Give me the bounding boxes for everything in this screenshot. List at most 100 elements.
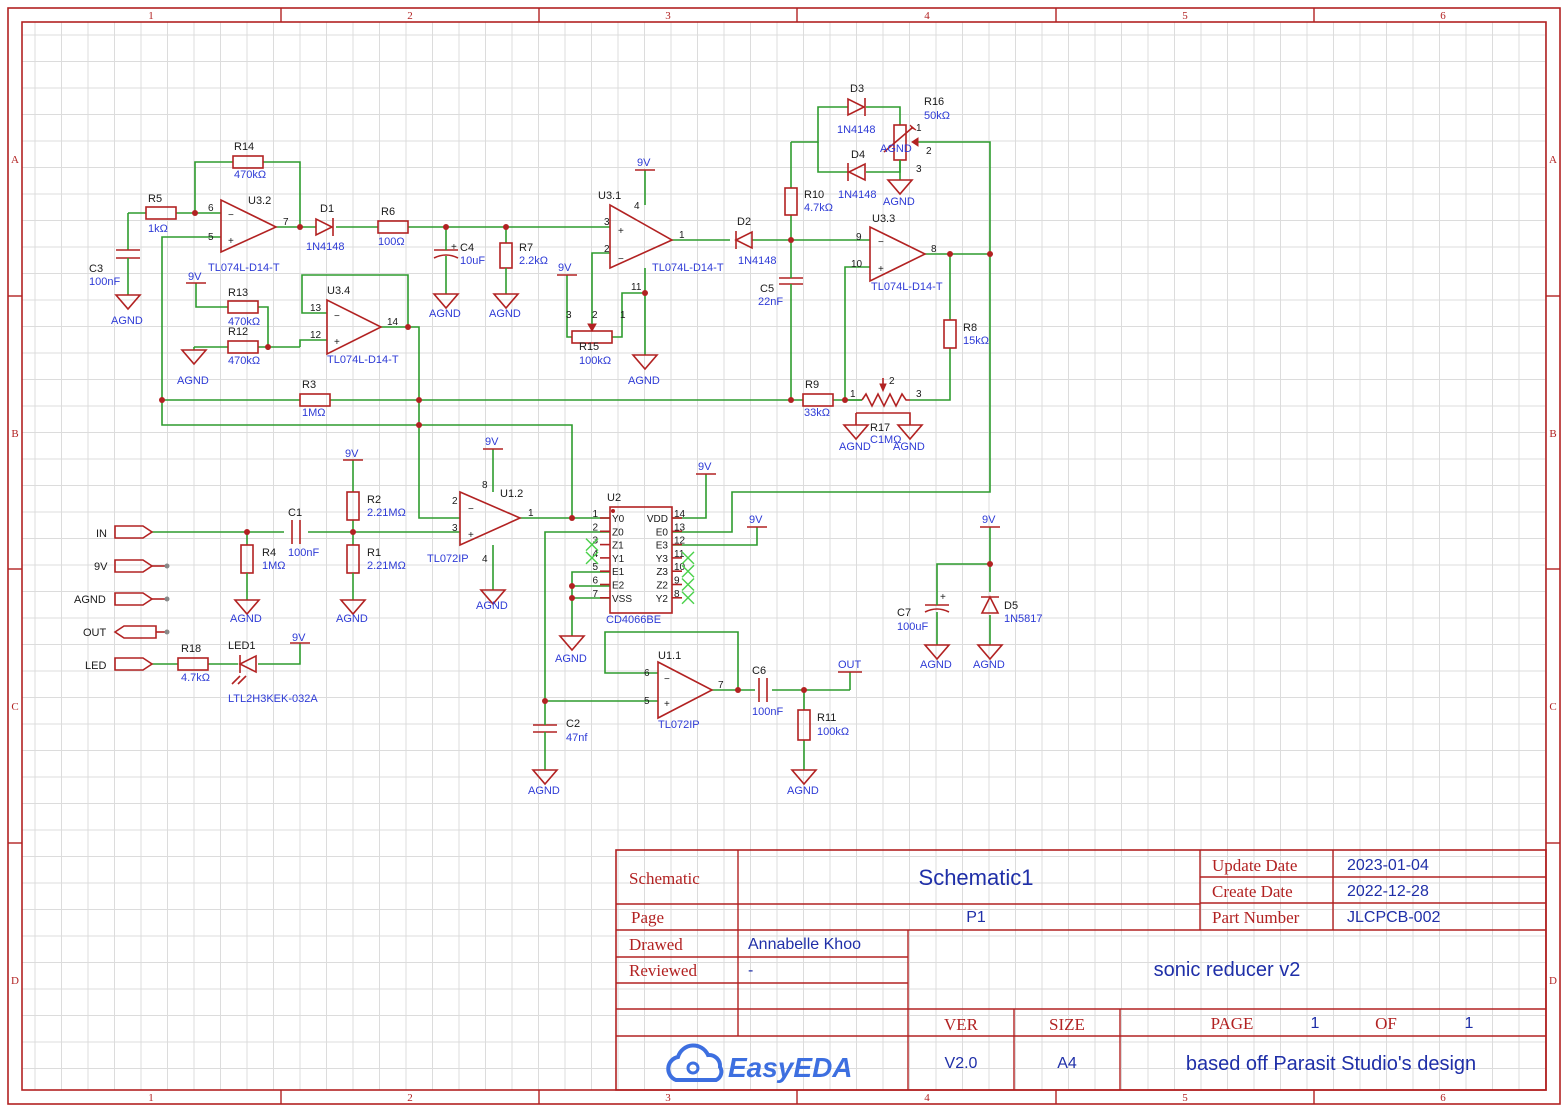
- c4-ref: C4: [460, 242, 474, 254]
- capacitor-c3[interactable]: C3 100nF: [89, 249, 140, 295]
- opamp-u1-1[interactable]: − + 6 5 7 U1.1 TL072IP: [644, 650, 724, 731]
- resistor-r12[interactable]: R12 470kΩ: [227, 326, 260, 367]
- svg-text:+: +: [664, 699, 670, 710]
- u1-2-value: TL072IP: [427, 553, 469, 565]
- diode-d2[interactable]: D2 1N4148: [734, 216, 777, 267]
- r10-ref: R10: [804, 189, 824, 201]
- zone-col-label: 1: [148, 1092, 154, 1104]
- d2-ref: D2: [737, 216, 751, 228]
- tb-pg-label: PAGE: [1211, 1014, 1254, 1033]
- svg-text:5: 5: [644, 696, 650, 707]
- svg-text:9V: 9V: [698, 461, 712, 473]
- led1-value: LTL2H3KEK-032A: [228, 693, 318, 705]
- r13-value: 470kΩ: [228, 316, 260, 328]
- port-9v[interactable]: 9V: [94, 559, 170, 573]
- r7-value: 2.2kΩ: [519, 255, 548, 267]
- agnd-symbol: AGND: [893, 424, 925, 453]
- agnd-symbol: AGND: [489, 293, 521, 320]
- diode-d5[interactable]: D5 1N5817: [980, 595, 1043, 625]
- resistor-r1[interactable]: R1 2.21MΩ: [346, 544, 406, 600]
- resistor-r9[interactable]: R9 33kΩ: [802, 379, 834, 419]
- resistor-r7[interactable]: R7 2.2kΩ: [499, 242, 548, 294]
- v9-symbol: 9V: [483, 436, 503, 450]
- ic-u2[interactable]: U2 CD4066BE 1Y02Z03Z14Y15E16E27VSS14VDD1…: [585, 492, 695, 626]
- port-agnd[interactable]: AGND: [74, 592, 170, 606]
- resistor-r18[interactable]: R18 4.7kΩ: [177, 643, 210, 684]
- zone-col-label: 1: [148, 10, 154, 22]
- svg-text:11: 11: [631, 282, 642, 293]
- v9-symbol: 9V: [635, 157, 655, 171]
- diode-d1[interactable]: D1 1N4148: [306, 203, 345, 253]
- tb-reviewed-label: Reviewed: [629, 961, 697, 980]
- svg-text:+: +: [468, 530, 474, 541]
- capacitor-c1[interactable]: C1 100nF: [288, 507, 319, 559]
- opamp-u3-4[interactable]: − + 13 12 14 U3.4 TL074L-D14-T: [310, 285, 399, 366]
- led-led1[interactable]: LED1 LTL2H3KEK-032A: [228, 640, 318, 705]
- resistor-r10[interactable]: R10 4.7kΩ: [784, 187, 833, 216]
- u2-pin-name: VSS: [612, 594, 632, 605]
- opamp-u1-2[interactable]: − + 2 3 1 8 4 U1.2 TL072IP: [427, 480, 534, 565]
- diode-d3[interactable]: D3 1N4148: [837, 83, 876, 136]
- capacitor-c7[interactable]: + C7 100uF: [897, 588, 950, 633]
- tb-ver-label: VER: [944, 1015, 979, 1034]
- u1-2-ref: U1.2: [500, 488, 523, 500]
- svg-text:8: 8: [931, 244, 937, 255]
- r13-ref: R13: [228, 287, 248, 299]
- potentiometer-r16[interactable]: 1 2 3 R16 50kΩ: [883, 96, 950, 180]
- resistor-r14[interactable]: R14 470kΩ: [232, 141, 266, 181]
- resistor-r4[interactable]: R4 1MΩ: [240, 544, 286, 600]
- capacitor-c6[interactable]: C6 100nF: [752, 665, 783, 718]
- opamp-u3-3[interactable]: − + 9 10 8 U3.3 TL074L-D14-T: [851, 213, 943, 293]
- svg-text:OUT: OUT: [838, 659, 862, 671]
- opamp-u3-2[interactable]: − + 6 5 7 U3.2 TL074L-D14-T: [208, 195, 289, 274]
- agnd-symbol: AGND: [111, 294, 143, 327]
- diode-d4[interactable]: D4 1N4148: [838, 149, 877, 201]
- resistor-r2[interactable]: R2 2.21MΩ: [346, 491, 406, 521]
- svg-text:12: 12: [310, 330, 322, 341]
- r4-value: 1MΩ: [262, 560, 286, 572]
- u2-pin-number: 13: [674, 522, 686, 533]
- tb-page-value: P1: [966, 909, 986, 926]
- svg-text:+: +: [618, 226, 624, 237]
- resistor-r11[interactable]: R11 100kΩ: [797, 709, 849, 741]
- agnd-symbol: AGND: [628, 354, 660, 387]
- svg-text:AGND: AGND: [920, 659, 952, 671]
- u2-pin-number: 8: [674, 589, 680, 600]
- zone-col-label: 3: [665, 1092, 671, 1104]
- u2-pin-number: 1: [592, 509, 598, 520]
- capacitor-c5[interactable]: C5 22nF: [758, 270, 803, 308]
- zone-col-label: 2: [407, 10, 413, 22]
- resistor-r8[interactable]: R8 15kΩ: [943, 319, 989, 349]
- resistor-r13[interactable]: R13 470kΩ: [227, 287, 260, 328]
- tb-size-value: A4: [1057, 1055, 1077, 1072]
- svg-text:AGND: AGND: [489, 308, 521, 320]
- capacitor-c4[interactable]: + C4 10uF: [433, 240, 485, 294]
- svg-text:1: 1: [620, 310, 626, 321]
- tb-update-label: Update Date: [1212, 856, 1297, 875]
- tb-ver-value: V2.0: [945, 1055, 978, 1072]
- svg-text:−: −: [878, 237, 884, 248]
- svg-text:AGND: AGND: [177, 375, 209, 387]
- resistor-r5[interactable]: R5 1kΩ: [145, 193, 177, 235]
- port-led[interactable]: LED: [85, 657, 154, 672]
- potentiometer-r15[interactable]: 3 2 1 R15 100kΩ: [566, 310, 626, 367]
- svg-text:AGND: AGND: [74, 594, 106, 606]
- tb-of-label: OF: [1375, 1014, 1397, 1033]
- potentiometer-r17[interactable]: 1 2 3 R17 C1MΩ: [850, 376, 922, 446]
- out-symbol: OUT: [838, 659, 862, 673]
- c6-ref: C6: [752, 665, 766, 677]
- port-out[interactable]: OUT: [83, 625, 170, 639]
- u2-pin-name: E2: [612, 581, 625, 592]
- u1-1-ref: U1.1: [658, 650, 681, 662]
- zone-row-label: B: [1549, 428, 1556, 440]
- port-in[interactable]: IN: [96, 525, 154, 540]
- r15-ref: R15: [579, 341, 599, 353]
- capacitor-c2[interactable]: C2 47nf: [533, 718, 588, 744]
- r3-ref: R3: [302, 379, 316, 391]
- resistor-r6[interactable]: R6 100Ω: [377, 206, 409, 248]
- opamp-u3-1[interactable]: + − 3 2 1 4 11 U3.1 TL074L-D14-T: [598, 190, 724, 293]
- svg-text:+: +: [940, 592, 946, 603]
- r18-ref: R18: [181, 643, 201, 655]
- svg-text:9V: 9V: [292, 632, 306, 644]
- resistor-r3[interactable]: R3 1MΩ: [299, 379, 331, 419]
